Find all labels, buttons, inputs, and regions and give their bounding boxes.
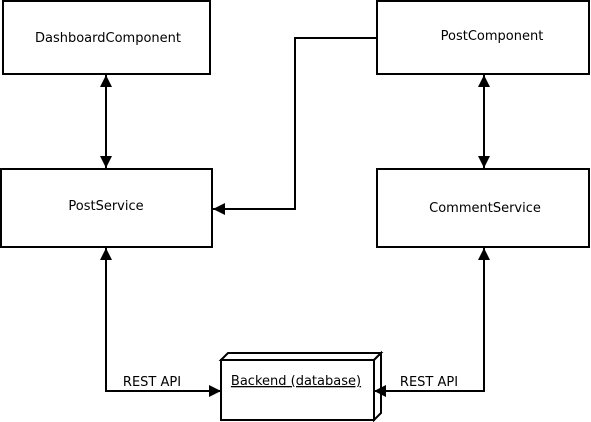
- post-service-label: PostService: [68, 199, 143, 214]
- dashboard-component-node: DashboardComponent: [2, 0, 211, 75]
- comment-service-label: CommentService: [429, 201, 541, 216]
- dashboard-component-label: DashboardComponent: [35, 31, 181, 46]
- postservice-backend-connector: [100, 248, 221, 397]
- postcomponent-postservice-connector: [213, 37, 377, 215]
- right-rest-api-label: REST API: [400, 375, 458, 390]
- backend-label: Backend (database): [231, 374, 361, 389]
- comment-service-node: CommentService: [376, 168, 590, 248]
- post-service-node: PostService: [0, 168, 213, 248]
- backend-node: Backend (database): [218, 350, 384, 422]
- post-component-label: PostComponent: [441, 29, 544, 44]
- left-rest-api-label: REST API: [123, 375, 181, 390]
- commentservice-backend-connector: [374, 248, 490, 397]
- post-component-node: PostComponent: [376, 0, 590, 75]
